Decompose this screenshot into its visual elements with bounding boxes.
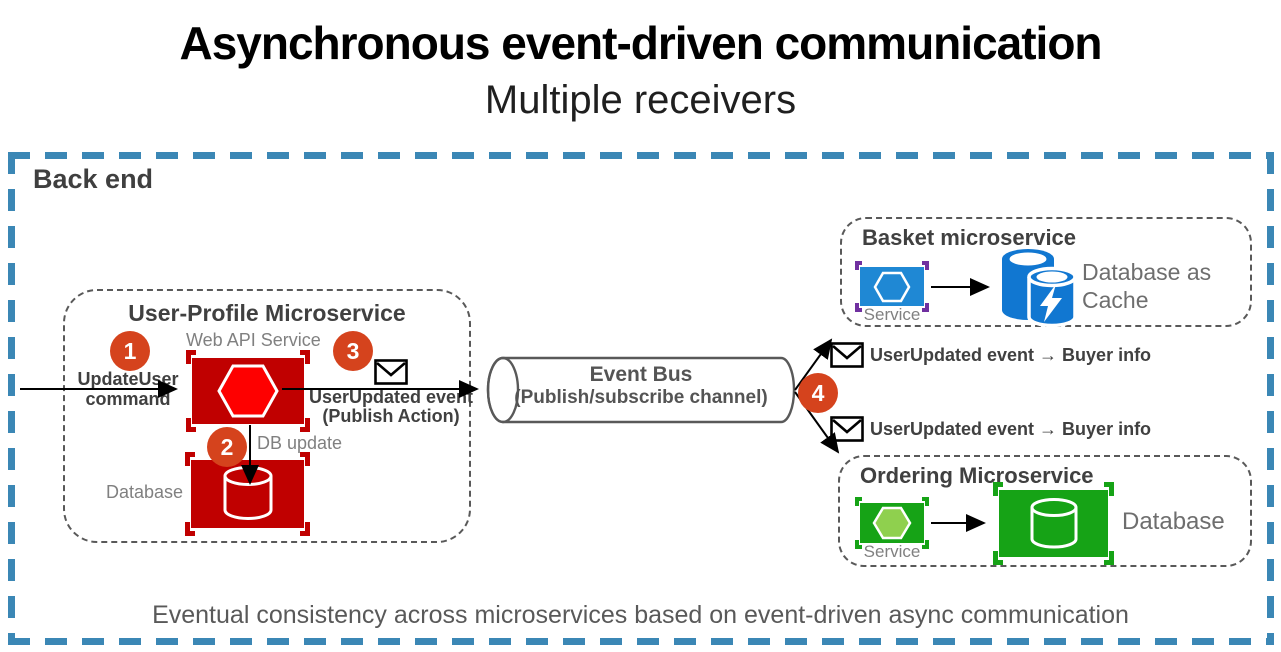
bracket-icon	[186, 418, 196, 432]
bracket-icon	[300, 522, 310, 536]
bracket-icon	[922, 497, 929, 506]
cache-label-line2: Cache	[1082, 287, 1149, 313]
event-bus-line1: Event Bus	[589, 363, 693, 386]
page-subtitle: Multiple receivers	[484, 78, 797, 122]
update-user-line2: command	[85, 389, 171, 409]
bracket-icon	[855, 303, 862, 312]
db-update-label: DB update	[257, 433, 343, 453]
bracket-icon	[922, 303, 929, 312]
message-basket-label: UserUpdated event → Buyer info	[870, 345, 1152, 365]
bracket-icon	[185, 452, 195, 466]
service-hexagon-icon	[873, 271, 911, 302]
web-api-service-box	[186, 350, 310, 432]
basket-title: Basket microservice	[862, 225, 1077, 250]
step-badge-2: 2	[207, 427, 247, 467]
step-badge-4: 4	[798, 373, 838, 413]
bracket-icon	[922, 261, 929, 270]
backend-border-left	[8, 152, 15, 645]
cache-label-line1: Database as	[1082, 259, 1212, 285]
user-profile-title: User-Profile Microservice	[128, 300, 406, 326]
bracket-icon	[1104, 551, 1114, 565]
backend-border-top	[8, 152, 1274, 159]
step-badge-1: 1	[110, 331, 150, 371]
page-title: Asynchronous event-driven communication	[179, 17, 1102, 69]
database-as-cache-label: Database as Cache	[1082, 258, 1211, 314]
user-profile-database-box	[185, 452, 310, 536]
ordering-database-label: Database	[1122, 508, 1225, 535]
backend-label: Back end	[33, 164, 154, 194]
basket-service-label: Service	[863, 305, 921, 324]
bracket-icon	[855, 261, 862, 270]
backend-border-bottom	[8, 638, 1274, 645]
event-bus-line2: (Publish/subscribe channel)	[514, 387, 768, 408]
service-hexagon-icon	[872, 506, 912, 540]
service-hexagon-icon	[217, 364, 279, 418]
bracket-icon	[855, 540, 862, 549]
basket-service-box	[855, 261, 929, 312]
event-bus-label: Event Bus (Publish/subscribe channel)	[495, 363, 787, 409]
user-updated-event-label: UserUpdated event (Publish Action)	[305, 388, 477, 426]
bracket-icon	[993, 482, 1003, 496]
step-badge-3: 3	[333, 331, 373, 371]
bracket-icon	[993, 551, 1003, 565]
bracket-icon	[300, 452, 310, 466]
lightning-bolt-icon	[1040, 284, 1062, 322]
update-user-line1: UpdateUser	[77, 369, 179, 389]
bracket-icon	[1104, 482, 1114, 496]
envelope-icon	[830, 342, 864, 368]
web-api-service-label: Web API Service	[186, 330, 321, 350]
message-ordering-label: UserUpdated event → Buyer info	[870, 419, 1152, 439]
envelope-icon	[374, 359, 408, 385]
backend-border-right	[1267, 152, 1274, 645]
database-label: Database	[106, 482, 184, 502]
event-line1: UserUpdated event	[308, 387, 474, 407]
bracket-icon	[300, 350, 310, 364]
ordering-service-label: Service	[863, 542, 921, 561]
bracket-icon	[185, 522, 195, 536]
bracket-icon	[300, 418, 310, 432]
update-user-command-label: UpdateUser command	[72, 369, 184, 409]
user-profile-panel: User-Profile Microservice	[63, 289, 471, 543]
redis-cache-icon	[1002, 249, 1077, 328]
ordering-database-box	[993, 482, 1114, 565]
bracket-icon	[855, 497, 862, 506]
event-bus-cylinder	[486, 356, 796, 424]
ordering-panel: Ordering Microservice	[838, 455, 1252, 567]
bracket-icon	[186, 350, 196, 364]
database-cylinder-icon	[223, 466, 272, 520]
bracket-icon	[922, 540, 929, 549]
event-line2: (Publish Action)	[322, 406, 460, 426]
ordering-title: Ordering Microservice	[860, 463, 1094, 488]
database-cylinder-icon	[1030, 497, 1077, 548]
envelope-icon	[830, 416, 864, 442]
ordering-service-box	[855, 497, 929, 549]
footer-note: Eventual consistency across microservice…	[152, 601, 1129, 629]
